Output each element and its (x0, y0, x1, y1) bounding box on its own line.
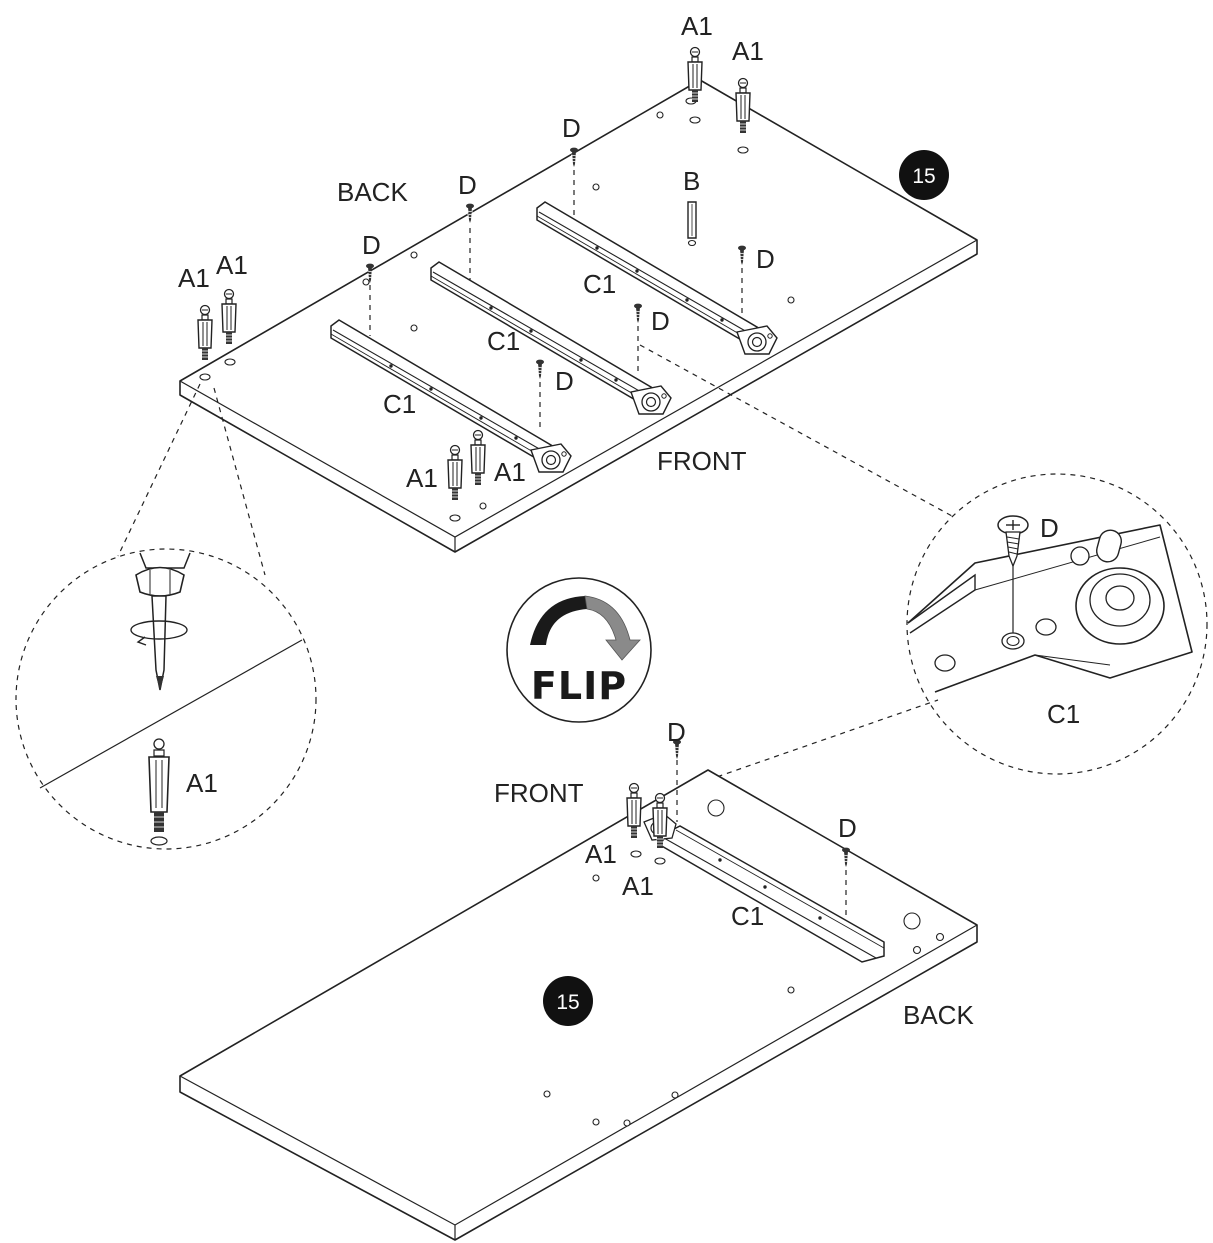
step-badge-bottom: 15 (543, 976, 593, 1026)
label-a1: A1 (216, 250, 248, 280)
label-d: D (756, 244, 775, 274)
screw-d-detail (997, 515, 1029, 568)
dowel-b (687, 201, 697, 239)
panel-holes (199, 97, 795, 522)
label-d: D (1040, 513, 1059, 543)
label-d: D (555, 366, 574, 396)
flip-arrow-icon (530, 595, 641, 661)
flip-badge: FLIP (506, 577, 652, 723)
label-a1: A1 (585, 839, 617, 869)
label-d: D (458, 170, 477, 200)
label-back-top: BACK (337, 177, 408, 207)
cam-dowel-a1-detail (148, 738, 170, 846)
label-a1: A1 (178, 263, 210, 293)
flip-label: FLIP (531, 664, 627, 708)
step-number: 15 (912, 165, 935, 188)
top-panel (179, 46, 978, 553)
cam-dowel-a1 (197, 304, 213, 361)
detail-circle-dowel: A1 (15, 383, 317, 850)
cam-dowel-a1 (221, 288, 237, 345)
detail-circle-runner: D C1 (639, 344, 1208, 781)
label-c1: C1 (731, 901, 764, 931)
label-front-bottom: FRONT (494, 778, 584, 808)
label-a1: A1 (681, 11, 713, 41)
label-d: D (651, 306, 670, 336)
label-a1: A1 (186, 768, 218, 798)
label-b: B (683, 166, 700, 196)
label-a1: A1 (622, 871, 654, 901)
label-d: D (562, 113, 581, 143)
label-a1: A1 (732, 36, 764, 66)
label-d: D (667, 717, 686, 747)
label-c1: C1 (487, 326, 520, 356)
label-c1: C1 (1047, 699, 1080, 729)
label-d: D (362, 230, 381, 260)
label-back-bottom: BACK (903, 1000, 974, 1030)
step-number: 15 (556, 991, 579, 1014)
screwdriver-icon (130, 552, 191, 691)
label-a1: A1 (406, 463, 438, 493)
panel-holes (543, 799, 945, 1127)
label-d: D (838, 813, 857, 843)
step-badge-top: 15 (899, 150, 949, 200)
label-c1: C1 (583, 269, 616, 299)
label-c1: C1 (383, 389, 416, 419)
label-a1: A1 (494, 457, 526, 487)
label-front-top: FRONT (657, 446, 747, 476)
